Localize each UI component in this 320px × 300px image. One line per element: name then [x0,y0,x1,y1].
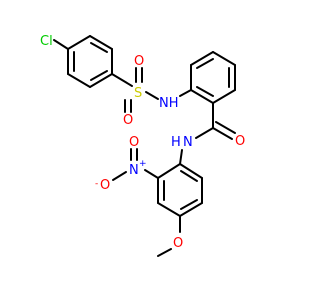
atom-o-sulfonyl-top: O [134,54,144,69]
structure-drawing: Cl S O O NH O N H N + O O - O [40,34,245,257]
bond-ring3-d-inner [180,199,198,210]
atom-n-amide: N [183,135,193,150]
atom-n-nitro: N [129,163,139,178]
bond-ring3-d [179,202,203,217]
bond-ring1-b [67,73,91,88]
atom-s: S [134,86,142,101]
atom-cl: Cl [40,34,53,49]
atom-o-amide: O [235,134,245,149]
bond-o-ch3 [157,248,172,257]
bond-ring2-e [212,89,236,104]
bonds [53,35,236,257]
bond-ring2-f [190,89,214,104]
atom-o-nitro-double: O [129,135,139,150]
bond-c-o-1 [212,127,233,140]
atom-labels: Cl S O O NH O N H N + O O - O [40,34,245,251]
atom-o-methoxy: O [173,236,183,251]
bond-ring3-c [157,202,181,217]
atom-n-nitro-charge: + [139,159,147,169]
bond-c-o-2 [215,121,236,134]
bond-ring1-e [89,35,113,50]
bond-ring3-a [157,163,181,179]
bond-cl-c [53,39,69,50]
bond-ring1-e-inner [90,42,108,53]
atom-o-nitro-charge: - [95,179,98,189]
bond-c-n [195,127,214,139]
bond-ring1-c-inner [90,70,108,81]
bond-n-o-single [112,171,127,181]
bond-ring3-f-inner [180,170,198,182]
bond-ring2-f-inner [196,86,214,97]
atom-o-nitro-single: O [100,178,110,193]
molecule-canvas: Cl S O O NH O N H N + O O - O [40,34,246,257]
bond-ring1-f [67,35,91,50]
bond-ring2-c [212,51,236,66]
bond-c-s [111,73,133,87]
bond-c-nitro [144,169,159,179]
atom-o-sulfonyl-bottom: O [123,113,133,128]
bond-s-nh [145,91,159,100]
bond-ring2-b-inner [196,58,214,69]
bond-ring1-c [89,73,113,88]
bond-ring2-b [190,51,214,66]
atom-nh-sulfonamide: NH [159,96,179,111]
bond-ring3-f [179,163,203,179]
bond-nh-c [179,89,192,97]
bond-n-ring3 [179,149,183,165]
atom-h-amide: H [171,135,181,150]
